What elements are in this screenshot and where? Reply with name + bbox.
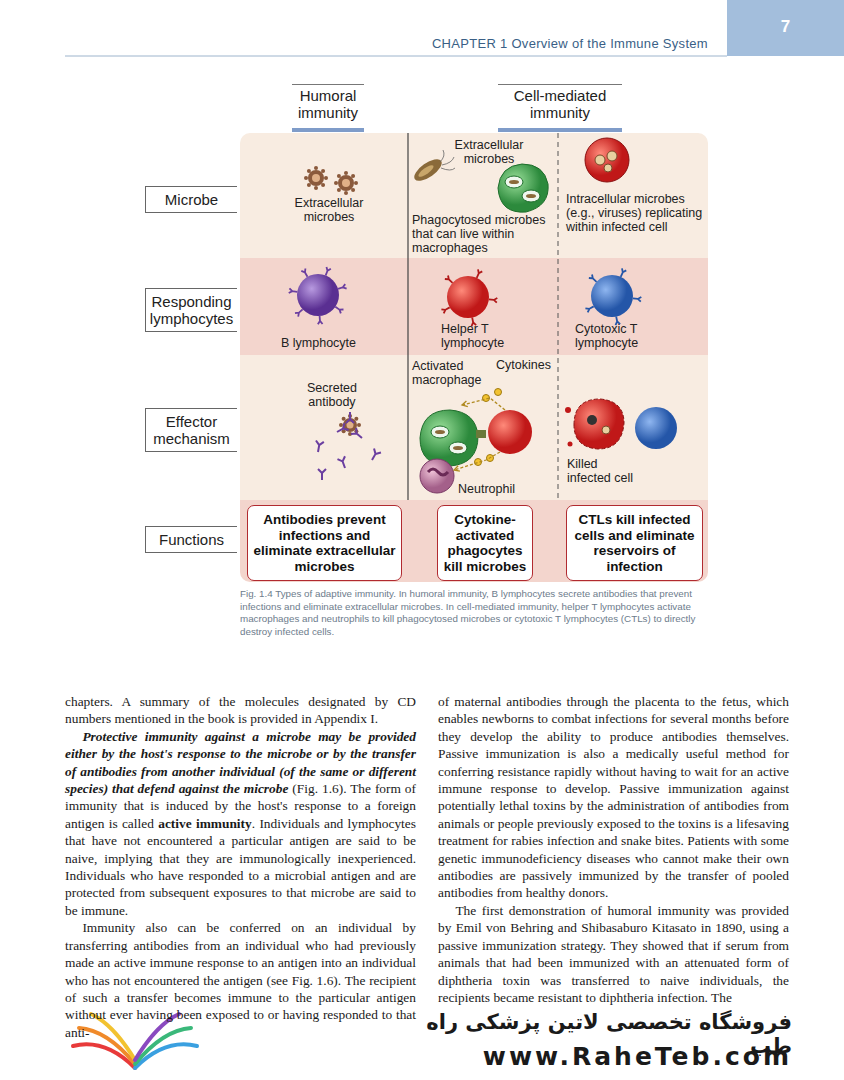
figure-label: Neutrophil bbox=[458, 482, 528, 496]
body-column: chapters. A summary of the molecules des… bbox=[65, 693, 416, 1041]
extracellular-microbe bbox=[308, 170, 354, 191]
node-text: Microbe bbox=[165, 191, 218, 208]
figure-panel bbox=[240, 133, 708, 582]
function-box: CTLs kill infected cells and eliminate r… bbox=[566, 505, 703, 581]
node-text: Responding lymphocytes bbox=[150, 293, 233, 327]
killed-infected-cell bbox=[565, 399, 624, 449]
figure-label: Cytokines bbox=[496, 358, 556, 372]
figure-label: Activated macrophage bbox=[412, 359, 496, 387]
neutrophil bbox=[420, 459, 454, 493]
body-text: of maternal antibodies through the place… bbox=[438, 694, 789, 900]
helper-t-cell bbox=[447, 276, 489, 318]
infected-cell bbox=[585, 138, 629, 182]
running-header: CHAPTER 1 Overview of the Immune System bbox=[380, 36, 708, 51]
paragraph: Immunity also can be conferred on an ind… bbox=[65, 919, 416, 1041]
body-text: The first demonstration of humoral immun… bbox=[438, 903, 789, 1005]
row-label: Responding lymphocytes bbox=[145, 288, 237, 332]
figure-label: Killed infected cell bbox=[567, 457, 639, 485]
figure-label: Secreted antibody bbox=[294, 381, 370, 409]
column-header: Humoral immunity bbox=[292, 84, 364, 132]
figure-label: Extracellular microbes bbox=[277, 196, 381, 224]
body-text: . Individuals and lymphocytes that have … bbox=[65, 816, 416, 918]
paragraph: The first demonstration of humoral immun… bbox=[438, 902, 789, 1006]
watermark-logo bbox=[73, 1014, 197, 1068]
page-number: 7 bbox=[727, 17, 844, 37]
b-lymphocyte bbox=[297, 274, 339, 316]
column-divider bbox=[558, 133, 559, 500]
cytotoxic-t-cell bbox=[635, 407, 677, 449]
row-label: Microbe bbox=[145, 186, 237, 213]
activated-macrophage bbox=[420, 410, 478, 466]
body-text: Immunity also can be conferred on an ind… bbox=[65, 920, 416, 1039]
figure-caption: Fig. 1.4 Types of adaptive immunity. In … bbox=[240, 588, 704, 638]
header-rule bbox=[65, 56, 727, 57]
function-box: Antibodies prevent infections and elimin… bbox=[247, 505, 402, 581]
figure-label: Intracellular microbes (e.g., viruses) r… bbox=[566, 192, 706, 234]
watermark-text: www.RaheTeb.com bbox=[420, 1042, 792, 1071]
node-text: Cytokine-activated phagocytes kill micro… bbox=[443, 512, 527, 574]
row-label: Effector mechanism bbox=[145, 408, 237, 452]
body-text: chapters. A summary of the molecules des… bbox=[65, 694, 416, 726]
node-text: CTLs kill infected cells and eliminate r… bbox=[572, 512, 697, 574]
column-header: Cell-mediated immunity bbox=[498, 84, 622, 132]
paragraph: chapters. A summary of the molecules des… bbox=[65, 693, 416, 728]
body-text: active immunity bbox=[158, 816, 252, 831]
synapse bbox=[476, 430, 486, 438]
body-column: of maternal antibodies through the place… bbox=[438, 693, 789, 1006]
figure-label: Helper T lymphocyte bbox=[441, 322, 541, 350]
helper-t-cell bbox=[488, 410, 532, 454]
page-number-tab bbox=[727, 0, 844, 56]
node-text: Effector mechanism bbox=[150, 413, 233, 447]
node-text: Functions bbox=[159, 531, 224, 548]
node-text: Antibodies prevent infections and elimin… bbox=[253, 512, 396, 574]
paragraph: of maternal antibodies through the place… bbox=[438, 693, 789, 902]
node-text: Cell-mediated immunity bbox=[500, 87, 620, 121]
macrophage bbox=[498, 164, 548, 212]
node-text: Humoral immunity bbox=[294, 87, 362, 121]
figure-label: Extracellular microbes bbox=[446, 138, 532, 166]
figure-label: Cytotoxic T lymphocyte bbox=[575, 322, 685, 350]
row-label: Functions bbox=[145, 526, 237, 553]
function-box: Cytokine-activated phagocytes kill micro… bbox=[437, 505, 533, 581]
cytotoxic-t-cell bbox=[591, 275, 633, 317]
column-divider bbox=[407, 133, 408, 500]
figure-label: Phagocytosed microbes that can live with… bbox=[412, 213, 554, 255]
figure-label: B lymphocyte bbox=[281, 336, 381, 350]
bacterium bbox=[411, 150, 455, 185]
paragraph: Protective immunity against a microbe ma… bbox=[65, 728, 416, 919]
